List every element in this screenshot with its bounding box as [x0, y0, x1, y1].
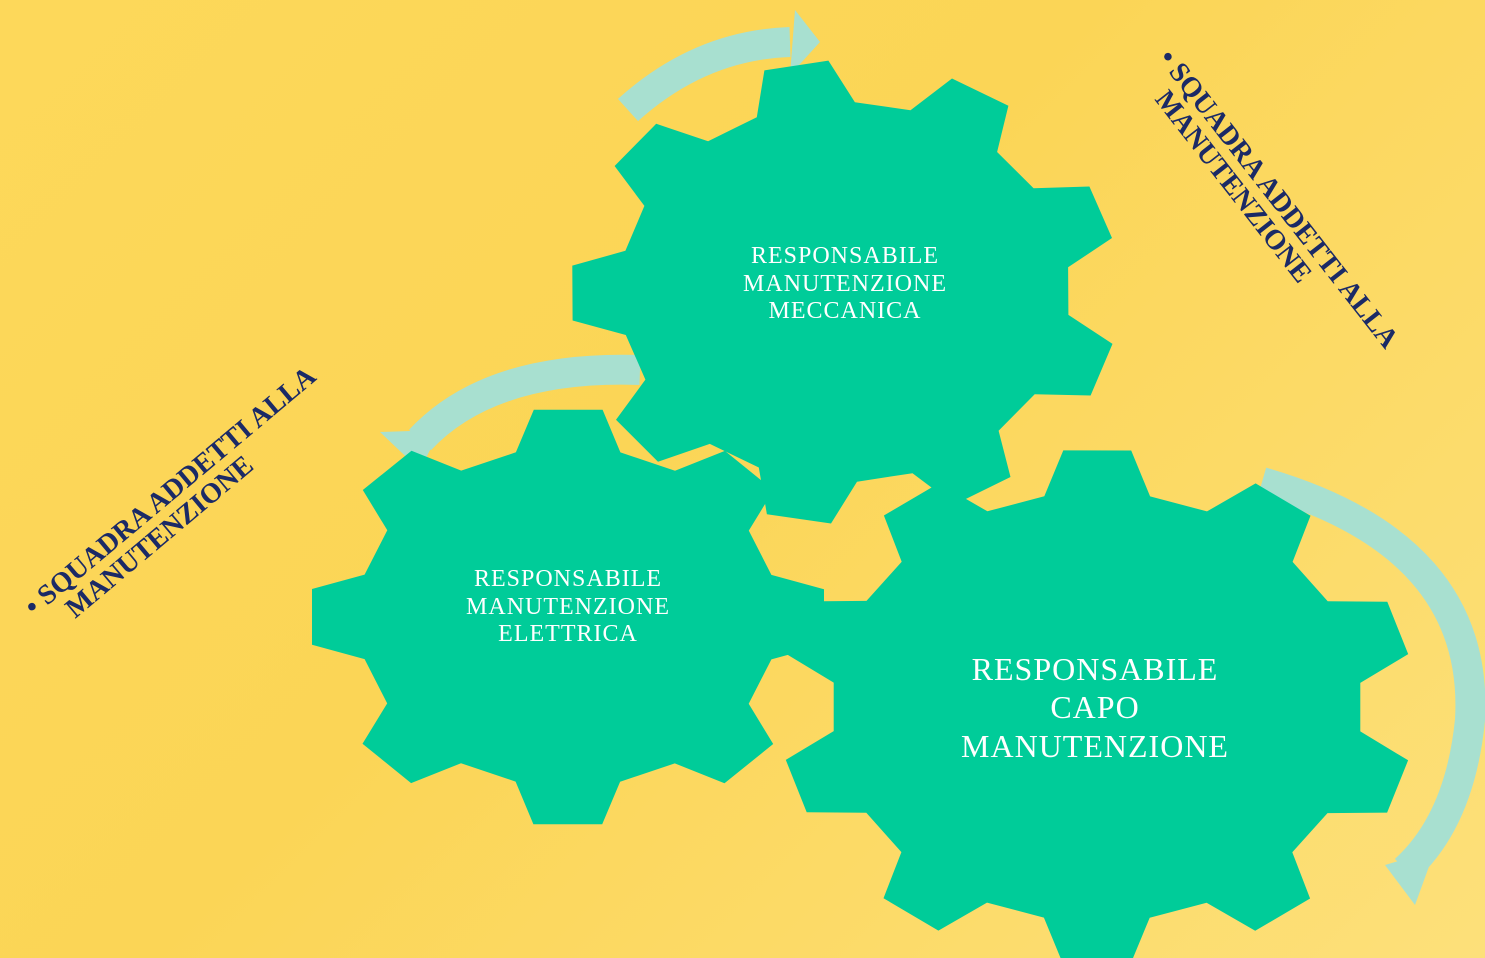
- gear-meccanica-line2: MANUTENZIONE: [743, 270, 947, 297]
- gear-capo-line3: MANUTENZIONE: [961, 727, 1229, 764]
- gear-elettrica-line2: MANUTENZIONE: [466, 593, 670, 620]
- arrow-top: [617, 27, 791, 122]
- arrow-left: [409, 354, 641, 451]
- gear-capo-line1: RESPONSABILE: [971, 651, 1219, 687]
- gear-elettrica: [312, 409, 824, 825]
- arrow-right-head: [1385, 850, 1435, 905]
- gear-meccanica-text: RESPONSABILE MANUTENZIONE MECCANICA: [700, 243, 990, 326]
- gear-capo-line2: CAPO: [1050, 689, 1140, 726]
- gear-meccanica-line3: MECCANICA: [768, 298, 922, 325]
- arrow-right: [1257, 467, 1485, 882]
- gear-elettrica-line1: RESPONSABILE: [473, 566, 663, 592]
- gear-meccanica: [572, 60, 1113, 524]
- gear-meccanica-line1: RESPONSABILE: [750, 243, 940, 269]
- gear-elettrica-text: RESPONSABILE MANUTENZIONE ELETTRICA: [423, 566, 713, 649]
- gear-capo-text: RESPONSABILE CAPO MANUTENZIONE: [920, 650, 1270, 765]
- arrow-top-head: [790, 10, 820, 75]
- gear-elettrica-line3: ELETTRICA: [498, 621, 638, 648]
- gear-capo: [785, 450, 1409, 958]
